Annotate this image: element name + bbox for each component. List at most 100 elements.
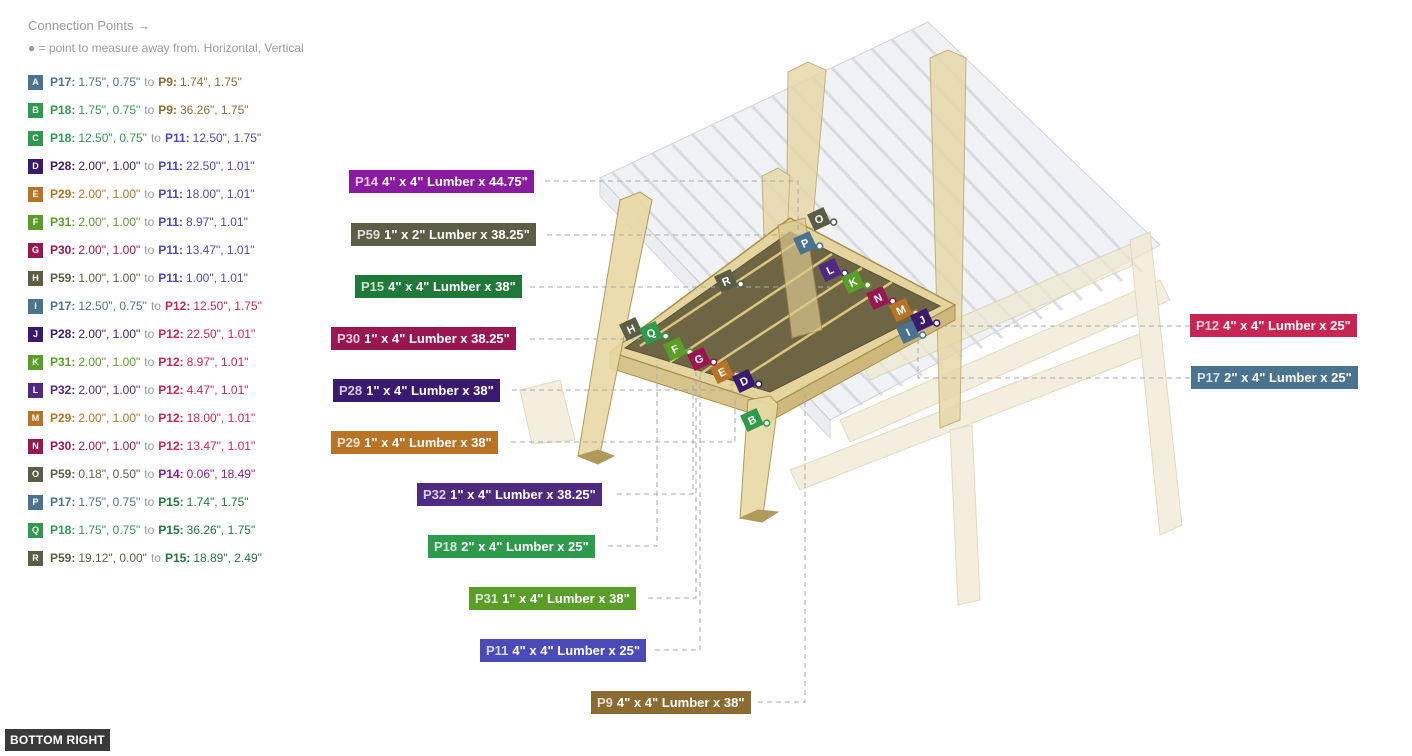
connection-marker-n[interactable]: N <box>866 284 897 313</box>
marker-square <box>714 269 738 293</box>
part-description: 1" x 4" Lumber x 38.25" <box>364 331 510 346</box>
part-description: 1" x 4" Lumber x 38.25" <box>450 487 596 502</box>
leader-lines <box>511 180 1190 703</box>
legend-from-value: 1.75", 0.75" <box>78 75 141 89</box>
legend-to-value: 8.97", 1.01" <box>186 355 249 369</box>
part-id: P28 <box>339 383 363 398</box>
marker-square <box>889 298 913 322</box>
legend-from-part: P29: <box>50 187 76 201</box>
legend-to-part: P12: <box>158 327 184 341</box>
marker-square <box>619 317 643 341</box>
marker-square <box>740 408 764 432</box>
legend-from-value: 12.50", 0.75" <box>78 299 147 313</box>
legend-to-word: to <box>144 439 155 453</box>
legend-from-value: 2.00", 1.00" <box>78 243 141 257</box>
marker-square <box>710 360 734 384</box>
legend-from-value: 1.75", 0.75" <box>78 103 141 117</box>
connection-marker-p[interactable]: P <box>793 229 824 258</box>
legend-to-part: P11: <box>158 159 183 173</box>
legend-to-value: 36.26", 1.75" <box>186 523 256 537</box>
connection-marker-j[interactable]: J <box>910 306 941 335</box>
marker-origin-dot <box>815 242 824 250</box>
part-description: 4" x 4" Lumber x 44.75" <box>382 174 528 189</box>
legend-to-value: 12.50", 1.75" <box>193 299 262 313</box>
part-description: 2" x 4" Lumber x 25" <box>461 539 589 554</box>
connection-marker-o[interactable]: O <box>807 205 838 234</box>
marker-letter: F <box>670 343 681 357</box>
legend-to-word: to <box>144 271 155 285</box>
connection-marker-q[interactable]: Q <box>639 319 670 348</box>
legend-to-value: 1.00", 1.01" <box>185 271 248 285</box>
marker-square <box>639 321 663 345</box>
legend-to-part: P12: <box>158 355 184 369</box>
connection-marker-i[interactable]: I <box>896 318 927 347</box>
connection-marker-r[interactable]: R <box>714 267 745 296</box>
legend-badge: O <box>28 466 43 482</box>
legend-to-word: to <box>144 411 155 425</box>
legend-to-part: P14: <box>158 467 184 481</box>
marker-square <box>663 337 687 361</box>
marker-square <box>818 258 842 282</box>
legend-badge: P <box>28 494 43 510</box>
part-id: P17 <box>1197 370 1221 385</box>
legend-to-part: P15: <box>158 495 184 509</box>
marker-letter: J <box>917 314 928 327</box>
legend-from-part: P17: <box>50 299 76 313</box>
legend-badge: K <box>28 354 43 370</box>
legend-from-part: P29: <box>50 411 76 425</box>
legend-from-value: 2.00", 1.00" <box>78 215 141 229</box>
legend-from-part: P18: <box>50 131 76 145</box>
legend-to-part: P11: <box>158 215 183 229</box>
legend-to-part: P12: <box>158 439 184 453</box>
legend-from-part: P18: <box>50 103 76 117</box>
connection-marker-d[interactable]: D <box>732 367 763 396</box>
connection-marker-k[interactable]: K <box>841 268 872 297</box>
connection-marker-b[interactable]: B <box>740 406 771 435</box>
legend-to-word: to <box>144 75 155 89</box>
marker-origin-dot <box>754 380 763 388</box>
part-description: 1" x 4" Lumber x 38" <box>364 435 492 450</box>
part-id: P18 <box>434 539 458 554</box>
view-bottom-right-button[interactable]: BOTTOM RIGHT <box>5 729 110 751</box>
part-description: 2" x 4" Lumber x 25" <box>1224 370 1352 385</box>
marker-square <box>841 270 865 294</box>
part-id: P32 <box>423 487 447 502</box>
legend-badge: Q <box>28 522 43 538</box>
legend-to-word: to <box>144 103 155 117</box>
connection-marker-m[interactable]: M <box>889 296 920 325</box>
legend-from-part: P59: <box>50 271 76 285</box>
legend-to-word: to <box>144 327 155 341</box>
legend-to-part: P11: <box>158 187 183 201</box>
legend-badge: M <box>28 410 43 426</box>
connection-marker-g[interactable]: G <box>687 345 718 374</box>
part-id: P14 <box>355 174 379 189</box>
marker-square <box>866 286 890 310</box>
legend-to-value: 22.50", 1.01" <box>186 327 256 341</box>
legend-badge: E <box>28 186 43 202</box>
connection-marker-h[interactable]: H <box>619 315 650 344</box>
legend-from-part: P17: <box>50 75 76 89</box>
part-description: 4" x 4" Lumber x 25" <box>1223 318 1351 333</box>
legend-to-word: to <box>144 495 155 509</box>
